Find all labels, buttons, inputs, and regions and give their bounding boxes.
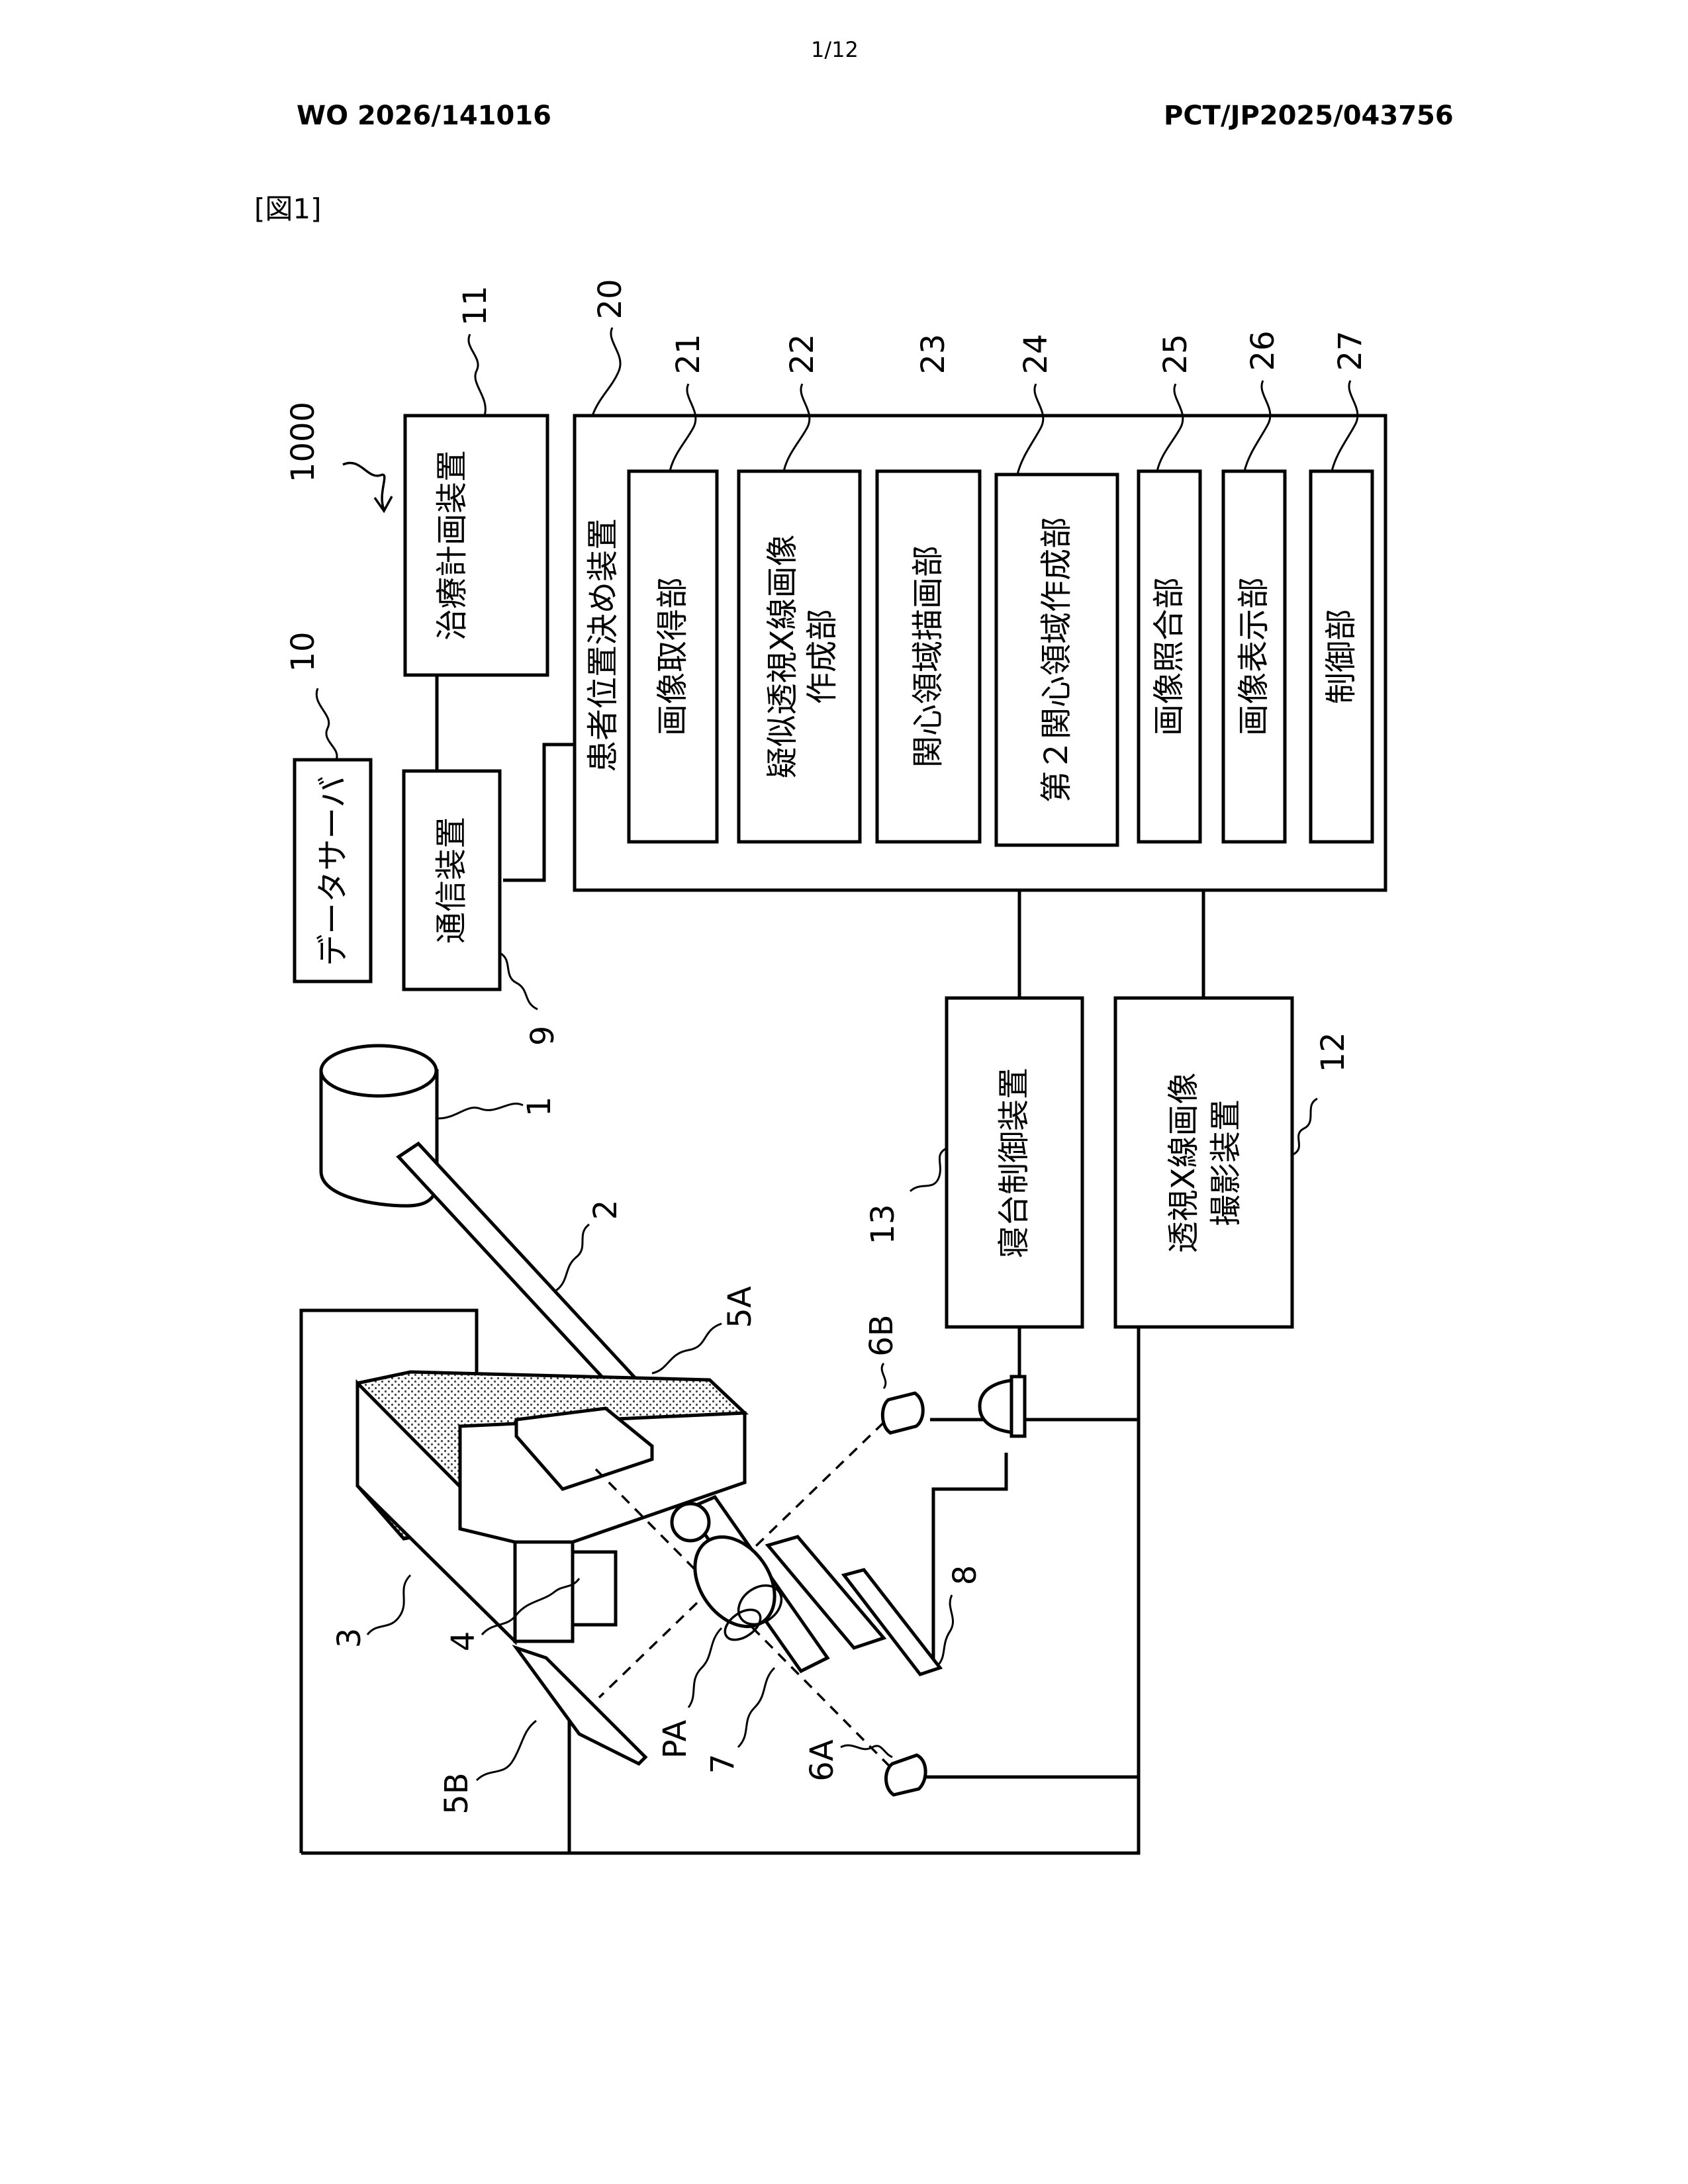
ref-6A: 6A: [804, 1739, 841, 1782]
ref-3-leader: [367, 1575, 410, 1635]
couch-signal-plate: [1011, 1377, 1025, 1436]
ref-21: 21: [670, 334, 707, 374]
detector-5b: [516, 1648, 645, 1764]
treatment-planning-label: 治療計画装置: [434, 450, 471, 641]
roi-drawing-label: 関心領域描画部: [910, 545, 947, 768]
patient-head: [672, 1504, 709, 1541]
ref-10: 10: [285, 631, 322, 672]
ref-8: 8: [947, 1565, 984, 1586]
positioning-device-label: 患者位置決め装置: [585, 518, 622, 772]
ref-23: 23: [915, 334, 952, 374]
image-display-label: 画像表示部: [1235, 577, 1272, 736]
imaging-device-label-line2: 撮影装置: [1207, 1099, 1244, 1226]
gantry-front: [515, 1542, 573, 1641]
ref-12: 12: [1315, 1032, 1352, 1072]
ref-4: 4: [445, 1631, 482, 1652]
ref-9: 9: [524, 1026, 561, 1046]
ref-26: 26: [1244, 330, 1282, 371]
control-unit-label: 制御部: [1323, 609, 1360, 704]
second-roi-label: 第２関心領域作成部: [1038, 517, 1075, 803]
ref-PA: PA: [657, 1719, 694, 1758]
pseudo-xray-label-line2: 作成部: [804, 609, 841, 704]
ref-13: 13: [865, 1204, 902, 1244]
ref-1: 1: [521, 1097, 558, 1117]
xray-source-6a: [886, 1755, 925, 1795]
xray-source-6b: [882, 1393, 923, 1433]
ref-5b-leader: [477, 1721, 536, 1780]
image-matching-label: 画像照合部: [1150, 577, 1188, 736]
ref-11-leader: [469, 334, 485, 416]
ref-5a-leader: [652, 1324, 722, 1373]
ref-9-leader: [500, 953, 538, 1009]
ref-pa-leader: [688, 1628, 722, 1707]
imaging-device-box: [1115, 998, 1292, 1327]
ref-5B: 5B: [438, 1772, 475, 1814]
ref-20: 20: [592, 279, 629, 319]
irradiation-head: [573, 1552, 616, 1625]
line-comm-positioning: [503, 745, 575, 880]
ref-1000: 1000: [285, 402, 322, 482]
ref-6a-leader: [841, 1745, 892, 1757]
image-acquisition-label: 画像取得部: [654, 577, 691, 736]
treatment-planning-box: [405, 416, 547, 675]
ref-24: 24: [1017, 334, 1055, 374]
ref-5A: 5A: [722, 1286, 759, 1328]
ref-6B: 6B: [863, 1314, 900, 1356]
ref-20-leader: [592, 328, 620, 416]
ref-27: 27: [1332, 330, 1369, 371]
ref-25: 25: [1157, 334, 1194, 374]
ref-11: 11: [457, 285, 494, 326]
imaging-device-label-line1: 透視X線画像: [1165, 1073, 1202, 1253]
ref-2-leader: [556, 1224, 589, 1291]
ref-2: 2: [587, 1200, 624, 1220]
ref-10-leader: [316, 688, 337, 760]
ref-6b-leader: [882, 1363, 886, 1388]
data-server-label: データサーバ: [314, 776, 352, 966]
ref-8-leader: [939, 1595, 953, 1664]
ref-1-leader: [438, 1104, 523, 1118]
couch-control-label: 寝台制御装置: [996, 1068, 1033, 1258]
ref-13-leader: [910, 1148, 947, 1191]
ref-7-leader: [738, 1668, 774, 1747]
couch-drive-wire: [933, 1453, 1006, 1668]
comm-device-label: 通信装置: [433, 817, 470, 944]
ref-12-leader: [1292, 1099, 1317, 1155]
ref-22: 22: [784, 334, 821, 374]
accelerator-top: [321, 1046, 436, 1096]
ref-3: 3: [331, 1628, 368, 1649]
pseudo-xray-label-line1: 疑似透視X線画像: [764, 535, 801, 779]
ref-7: 7: [704, 1754, 741, 1774]
